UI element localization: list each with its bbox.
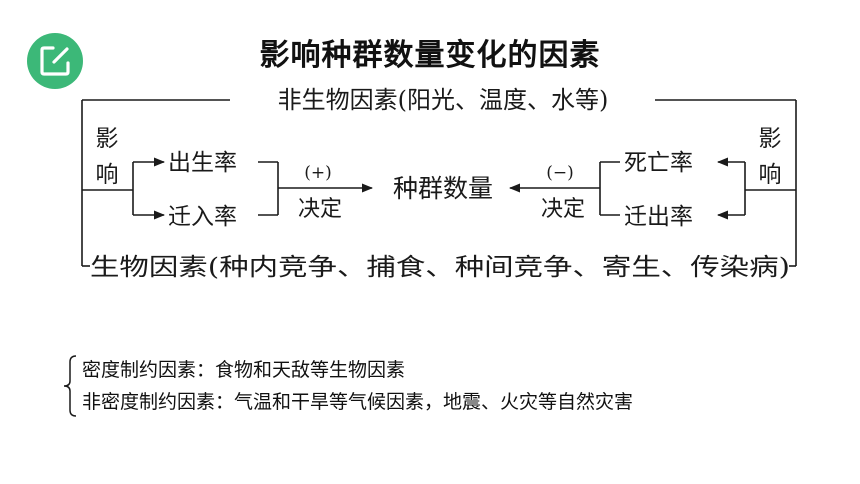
- edit-icon: [27, 33, 83, 89]
- decide-left-label: 决定: [298, 197, 342, 222]
- influence-right-char-2: 响: [759, 162, 782, 188]
- immigration-rate-label: 迁入率: [168, 204, 237, 230]
- decide-right-label: 决定: [541, 197, 585, 222]
- biotic-factors-label: 生物因素(种内竞争、捕食、种间竞争、寄生、传染病): [90, 253, 790, 281]
- page-title: 影响种群数量变化的因素: [259, 38, 601, 73]
- influence-left-char-1: 影: [96, 126, 119, 152]
- influence-left-char-2: 响: [96, 162, 119, 188]
- diagram-arrows: [133, 157, 745, 220]
- abiotic-factors-label: 非生物因素(阳光、温度、水等): [278, 86, 609, 114]
- negative-effect-sign: (−): [546, 163, 574, 183]
- left-brace: [63, 355, 77, 417]
- birth-rate-label: 出生率: [168, 150, 237, 176]
- density-independent-factors: 非密度制约因素：气温和干旱等气候因素，地震、火灾等自然灾害: [82, 391, 634, 413]
- death-rate-label: 死亡率: [624, 150, 693, 176]
- density-dependent-factors: 密度制约因素：食物和天敌等生物因素: [82, 359, 406, 381]
- density-factors-notes: 密度制约因素：食物和天敌等生物因素 非密度制约因素：气温和干旱等气候因素，地震、…: [60, 352, 840, 422]
- diagram-lines: [81, 99, 797, 267]
- emigration-rate-label: 迁出率: [624, 204, 693, 230]
- influence-right-char-1: 影: [759, 126, 782, 152]
- positive-effect-sign: (+): [304, 163, 332, 183]
- population-size-label: 种群数量: [393, 174, 493, 203]
